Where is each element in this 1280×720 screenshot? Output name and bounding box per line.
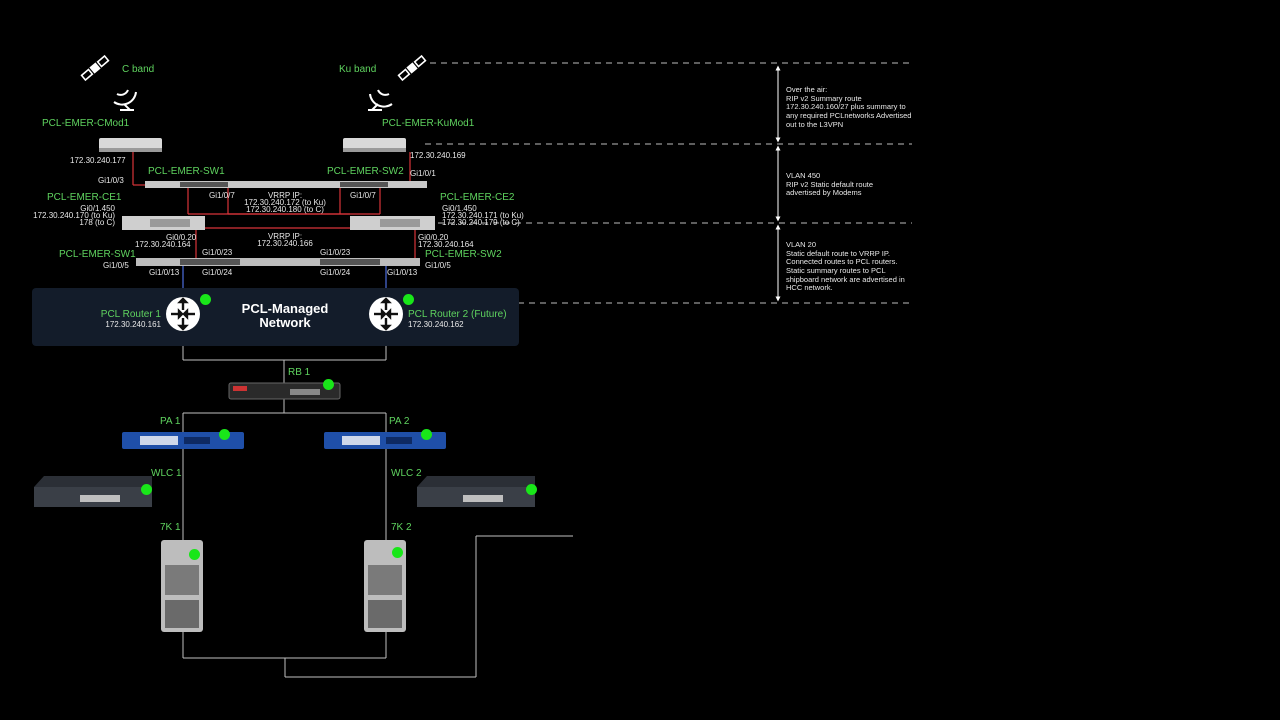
pcl-managed-network-label: PCL-Managed Network [241, 301, 329, 331]
annotation-vlan-450: VLAN 450 RIP v2 Static default route adv… [786, 171, 873, 198]
ce2-intf-low: Gi0/0.20 [418, 233, 449, 242]
ce1-shape [122, 216, 205, 230]
router-2-ip: 172.30.240.162 [408, 320, 464, 329]
ce1-intf-low: Gi0/0.20 [166, 233, 197, 242]
annotation-vlan-20: VLAN 20 Static default route to VRRP IP.… [786, 240, 905, 293]
vrrp-lower-label: VRRP IP: [267, 232, 303, 241]
modem-ku-shape [343, 138, 406, 152]
rb1-status-dot [323, 379, 334, 390]
nexus-7k-2-device [364, 540, 406, 632]
ce2-shape [350, 216, 435, 230]
nexus-7k-1-device [161, 540, 203, 632]
lower-sw2-port-23: Gi1/0/23 [320, 248, 351, 257]
pa2-label: PA 2 [389, 416, 410, 427]
dish-ku-icon [368, 89, 393, 111]
satellite-c-icon [80, 54, 110, 82]
ce1-name: PCL-EMER-CE1 [47, 192, 122, 203]
wlc2-device [417, 476, 535, 507]
pa2-status-dot [421, 429, 432, 440]
lower-sw1-port-23: Gi1/0/23 [202, 248, 233, 257]
ce2-ip-low: 172.30.240.164 [418, 240, 474, 249]
7k1-label: 7K 1 [160, 522, 181, 533]
lower-sw2-port-24: Gi1/0/24 [320, 268, 351, 277]
wlc1-label: WLC 1 [151, 468, 182, 479]
lower-sw2-name: PCL-EMER-SW2 [425, 249, 502, 260]
modem-ku-ip: 172.30.240.169 [410, 151, 466, 160]
dish-c-icon [113, 89, 137, 111]
wlc2-label: WLC 2 [391, 468, 422, 479]
rb1-label: RB 1 [288, 367, 311, 378]
7k2-status-dot [392, 547, 403, 558]
lower-switch-shape [136, 258, 420, 266]
upper-sw1-port-left: Gi1/0/3 [98, 176, 124, 185]
wlc1-status-dot [141, 484, 152, 495]
lower-sw2-port-right: Gi1/0/5 [425, 261, 451, 270]
upper-sw2-port-down: Gi1/0/7 [350, 191, 376, 200]
upper-switch-shape [145, 181, 427, 188]
upper-sw2-name: PCL-EMER-SW2 [327, 166, 404, 177]
ce2-intf: Gi0/1.450 [442, 204, 477, 213]
upper-sw2-port-right: Gi1/0/1 [410, 169, 436, 178]
router-1-name: PCL Router 1 [100, 309, 161, 320]
router-1-status-dot [200, 294, 211, 305]
ce1-ip-ku: 172.30.240.170 (to Ku) [33, 211, 115, 220]
7k2-label: 7K 2 [391, 522, 412, 533]
vrrp-lower-ip: 172.30.240.166 [257, 239, 313, 248]
router-1-ip: 172.30.240.161 [105, 320, 161, 329]
pa2-device [324, 432, 446, 449]
ku-band-label: Ku band [339, 64, 377, 75]
lower-sw1-port-13: Gi1/0/13 [149, 268, 180, 277]
7k1-status-dot [189, 549, 200, 560]
annotation-over-the-air: Over the air: RIP v2 Summary route 172.3… [786, 85, 912, 129]
modem-ku-name: PCL-EMER-KuMod1 [382, 118, 475, 129]
wlc1-device [34, 476, 152, 507]
ce1-ip-c: 178 (to C) [79, 218, 115, 227]
modem-c-ip: 172.30.240.177 [70, 156, 126, 165]
router-1-icon [166, 297, 200, 331]
wlc2-status-dot [526, 484, 537, 495]
lower-sw1-name: PCL-EMER-SW1 [59, 249, 136, 260]
modem-c-shape [99, 138, 162, 152]
ce1-ip-low: 172.30.240.164 [135, 240, 191, 249]
lower-sw1-port-left: Gi1/0/5 [103, 261, 129, 270]
rb1-device [228, 382, 341, 400]
router-2-status-dot [403, 294, 414, 305]
ce1-intf: Gi0/1.450 [80, 204, 115, 213]
pa1-label: PA 1 [160, 416, 181, 427]
ce2-name: PCL-EMER-CE2 [440, 192, 515, 203]
pa1-status-dot [219, 429, 230, 440]
router-2-name: PCL Router 2 (Future) [408, 309, 507, 320]
vrrp-upper-c: 172.30.240.180 (to C) [246, 205, 324, 214]
modem-c-name: PCL-EMER-CMod1 [42, 118, 130, 129]
router-2-icon [369, 297, 403, 331]
satellite-ku-icon [397, 54, 427, 82]
ce2-ip-c: 172.30.240.179 (to C) [442, 218, 520, 227]
vrrp-upper-label: VRRP IP: [267, 191, 303, 200]
pcl-managed-network-panel [32, 288, 519, 346]
upper-sw1-port-down: Gi1/0/7 [209, 191, 235, 200]
lower-sw2-port-13: Gi1/0/13 [387, 268, 418, 277]
ce2-ip-ku: 172.30.240.171 (to Ku) [442, 211, 524, 220]
c-band-label: C band [122, 64, 155, 75]
lower-sw1-port-24: Gi1/0/24 [202, 268, 233, 277]
vrrp-upper-ku: 172.30.240.172 (to Ku) [244, 198, 326, 207]
pa1-device [122, 432, 244, 449]
upper-sw1-name: PCL-EMER-SW1 [148, 166, 225, 177]
